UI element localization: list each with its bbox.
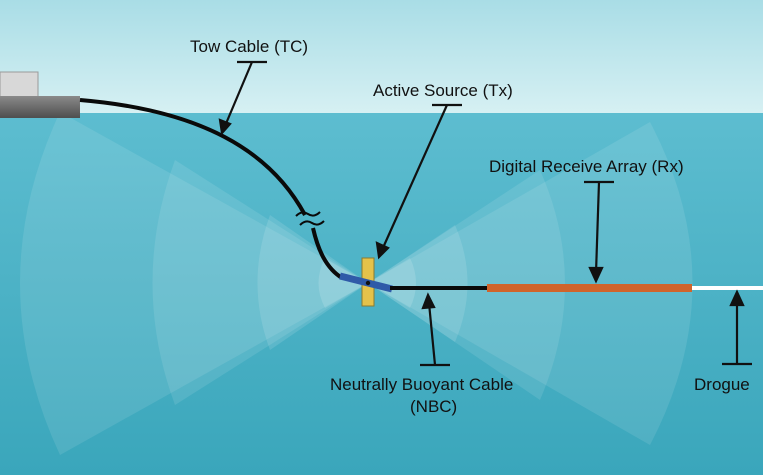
ship-cabin: [0, 71, 39, 99]
drogue-label: Drogue: [694, 375, 750, 394]
nbc-label-line1: Neutrally Buoyant Cable: [330, 375, 513, 394]
active-source-label: Active Source (Tx): [373, 81, 513, 100]
beam-left-mid: [152, 160, 368, 405]
ship-hull: [0, 96, 80, 118]
water: [0, 113, 763, 475]
ship: [0, 71, 80, 118]
beam-right-mid: [368, 170, 565, 400]
beam-left-outer: [20, 112, 368, 455]
beam-right-outer: [368, 122, 693, 445]
tow-cable-label: Tow Cable (TC): [190, 37, 308, 56]
beam-left-inner: [257, 215, 368, 350]
nbc-label-line2: (NBC): [410, 397, 457, 416]
active-source: [339, 257, 393, 307]
sky: [0, 0, 763, 113]
receive-array-label: Digital Receive Array (Rx): [489, 157, 684, 176]
beam-right-core: [368, 258, 416, 308]
acoustic-beams: [20, 112, 693, 455]
beam-right-inner: [368, 225, 468, 342]
cable-break-marks: [295, 211, 325, 226]
leader-lines: [218, 60, 752, 367]
tow-cable-lower: [311, 227, 344, 280]
tow-cable: [79, 98, 307, 216]
source-center: [365, 280, 371, 286]
